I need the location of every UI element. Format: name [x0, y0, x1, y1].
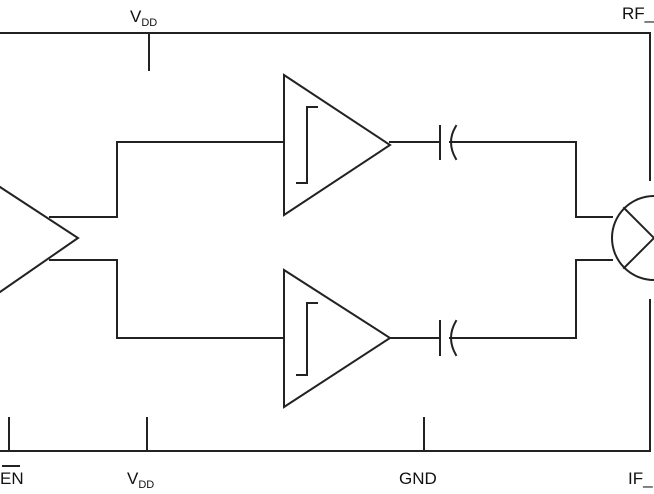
en-label: EN: [0, 469, 24, 488]
mixer-cross-2: [622, 236, 654, 270]
wire-lower-to-mixer: [449, 259, 613, 339]
rf-label: RF_: [622, 4, 654, 23]
mixer-cross-1: [622, 206, 654, 240]
mixer-icon: [611, 195, 654, 281]
upper-comparator: [283, 73, 392, 217]
vdd-top-label: VDD: [130, 7, 157, 29]
upper-hysteresis-icon: [296, 106, 318, 184]
vdd-bottom-label: VDD: [127, 469, 154, 491]
wire-upper-input: [49, 141, 285, 218]
wire-upper-to-mixer: [449, 141, 613, 218]
gnd-label: GND: [399, 469, 437, 488]
wire-lower-input: [49, 259, 285, 339]
lower-hysteresis-icon: [296, 302, 318, 376]
if-label: IF_: [628, 469, 653, 488]
lower-comparator: [283, 268, 392, 409]
input-amplifier: [0, 185, 80, 294]
